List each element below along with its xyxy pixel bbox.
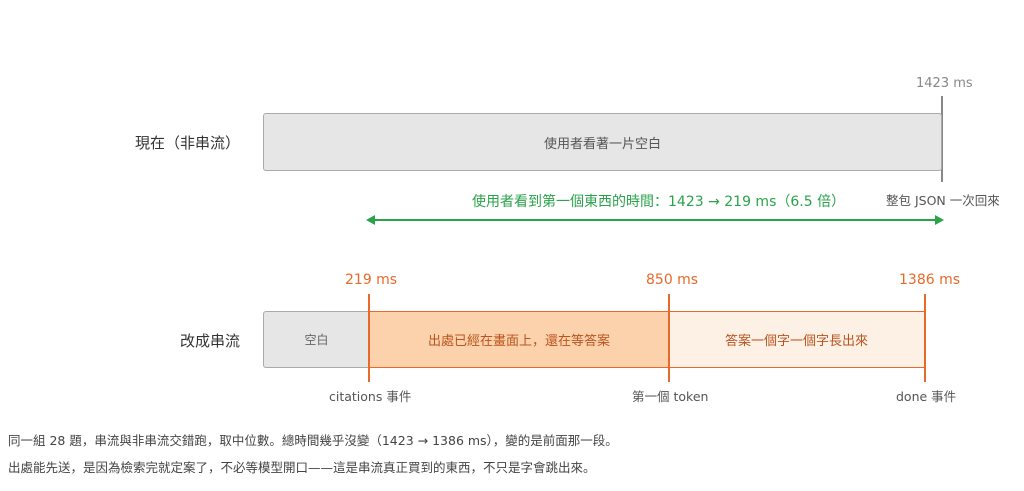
time-219-label: 219 ms [345,272,398,288]
blank-screen-bar: 使用者看著一片空白 [263,113,942,171]
blank-screen-bar-text: 使用者看著一片空白 [543,136,661,152]
note-line-1: 同一組 28 題，串流與非串流交錯跑，取中位數。總時間幾乎沒變（1423 → 1… [8,433,618,448]
citations-event-caption: citations 事件 [329,389,412,404]
tick-219 [368,294,370,382]
tick-1386 [924,294,926,382]
streaming-segment-text: 答案一個字一個字長出來 [724,334,868,349]
row1-label: 現在（非串流） [135,134,241,152]
comparison-text: 使用者看到第一個東西的時間：1423 → 219 ms（6.5 倍） [472,194,846,210]
loading-segment: 出處已經在畫面上，還在等答案 [369,311,669,368]
time-1423-label: 1423 ms [916,76,973,91]
row2-label: 改成串流 [180,332,241,350]
row1-tick [941,96,943,182]
time-850-label: 850 ms [646,272,699,288]
note-line-2: 出處能先送，是因為檢索完就定案了，不必等模型開口——這是串流真正買到的東西，不只… [8,460,596,475]
full-json-caption: 整包 JSON 一次回來 [886,193,1000,208]
double-arrow [366,215,944,225]
done-event-caption: done 事件 [896,389,957,404]
tick-850 [668,294,670,382]
first-token-caption: 第一個 token [632,389,709,404]
time-1386-label: 1386 ms [899,272,961,288]
streaming-segment: 答案一個字一個字長出來 [669,311,925,368]
blank-segment: 空白 [263,311,369,368]
loading-segment-text: 出處已經在畫面上，還在等答案 [427,334,610,349]
blank-segment-text: 空白 [304,333,329,347]
